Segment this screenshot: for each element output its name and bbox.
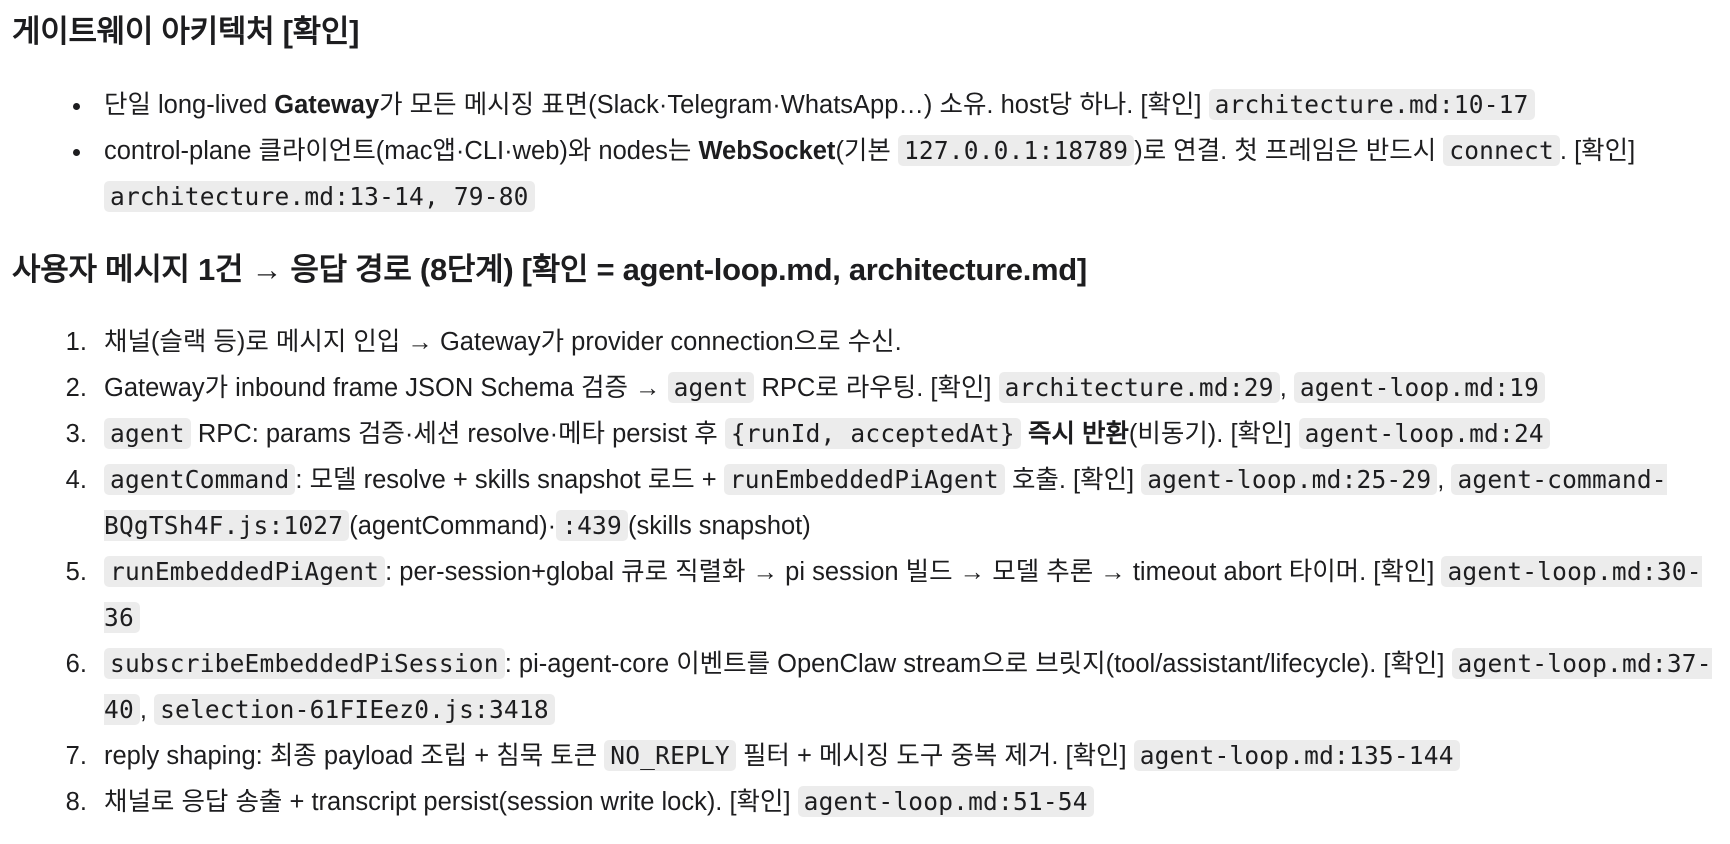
bold-text: WebSocket — [698, 137, 836, 165]
step-item: subscribeEmbeddedPiSession: pi-agent-cor… — [94, 641, 1720, 733]
code-inline: NO_REPLY — [604, 740, 736, 771]
text: 단일 long-lived — [104, 91, 275, 119]
text: (skills snapshot) — [627, 512, 811, 540]
list-item: control-plane 클라이언트(mac앱·CLI·web)와 nodes… — [94, 128, 1720, 220]
heading-gateway-architecture: 게이트웨이 아키텍처 [확인] — [12, 14, 360, 49]
code-reference: selection-61FIEez0.js:3418 — [154, 694, 555, 725]
text: : per-session+global 큐로 직렬화 → pi session… — [385, 558, 1442, 586]
code-reference: architecture.md:29 — [998, 372, 1280, 403]
text: control-plane 클라이언트(mac앱·CLI·web)와 nodes… — [104, 137, 699, 165]
text: 채널로 응답 송출 + transcript persist(session w… — [104, 788, 798, 816]
text — [1021, 420, 1028, 448]
step-item: 채널로 응답 송출 + transcript persist(session w… — [94, 779, 1720, 825]
text: , — [1437, 466, 1452, 494]
text: (agentCommand)· — [349, 512, 557, 540]
bold-text: Gateway — [274, 91, 380, 119]
document-body: 게이트웨이 아키텍처 [확인] 단일 long-lived Gateway가 모… — [0, 0, 1730, 825]
step-item: agentCommand: 모델 resolve + skills snapsh… — [94, 457, 1720, 549]
text: )로 연결. 첫 프레임은 반드시 — [1134, 137, 1444, 165]
code-reference: agent-loop.md:24 — [1298, 418, 1550, 449]
text: RPC: params 검증·세션 resolve·메타 persist 후 — [190, 420, 725, 448]
text: , — [1279, 374, 1294, 402]
message-path-steps: 채널(슬랙 등)로 메시지 인입 → Gateway가 provider con… — [12, 320, 1720, 825]
code-reference: :439 — [556, 510, 628, 541]
code-reference: agent-loop.md:51-54 — [797, 786, 1094, 817]
text: . [확인] — [1559, 137, 1636, 165]
text: 필터 + 메시징 도구 중복 제거. [확인] — [735, 742, 1134, 770]
text: (비동기). [확인] — [1128, 420, 1299, 448]
code-reference: agent-loop.md:19 — [1293, 372, 1546, 403]
architecture-bullet-list: 단일 long-lived Gateway가 모든 메시징 표면(Slack·T… — [12, 82, 1720, 220]
code-inline: runEmbeddedPiAgent — [104, 556, 386, 587]
code-reference: agent-loop.md:25-29 — [1141, 464, 1438, 495]
text: 호출. [확인] — [1004, 466, 1142, 494]
bold-text: 즉시 반환 — [1027, 420, 1129, 448]
text: 가 모든 메시징 표면(Slack·Telegram·WhatsApp…) 소유… — [379, 91, 1209, 119]
code-reference: architecture.md:10-17 — [1208, 89, 1535, 120]
code-inline: agent — [104, 418, 191, 449]
step-item: Gateway가 inbound frame JSON Schema 검증 → … — [94, 365, 1720, 411]
text: Gateway가 inbound frame JSON Schema 검증 → — [104, 374, 668, 402]
text: RPC로 라우팅. [확인] — [754, 374, 999, 402]
step-item: agent RPC: params 검증·세션 resolve·메타 persi… — [94, 411, 1720, 457]
step-item: runEmbeddedPiAgent: per-session+global 큐… — [94, 549, 1720, 641]
heading-message-path: 사용자 메시지 1건 → 응답 경로 (8단계) [확인 = agent-loo… — [12, 252, 1087, 287]
code-inline: agent — [667, 372, 755, 403]
text: reply shaping: 최종 payload 조립 + 침묵 토큰 — [104, 742, 605, 770]
code-reference: architecture.md:13-14, 79-80 — [104, 181, 535, 212]
code-inline: connect — [1443, 135, 1560, 166]
text: (기본 — [835, 137, 898, 165]
step-item: reply shaping: 최종 payload 조립 + 침묵 토큰 NO_… — [94, 733, 1720, 779]
step-item: 채널(슬랙 등)로 메시지 인입 → Gateway가 provider con… — [94, 320, 1720, 365]
text: : pi-agent-core 이벤트를 OpenClaw stream으로 브… — [504, 650, 1452, 678]
code-inline: {runId, acceptedAt} — [724, 418, 1021, 449]
text: : 모델 resolve + skills snapshot 로드 + — [295, 466, 724, 494]
code-inline: subscribeEmbeddedPiSession — [104, 648, 505, 679]
text: , — [139, 696, 155, 724]
code-address: 127.0.0.1:18789 — [897, 135, 1135, 166]
code-reference: agent-loop.md:135-144 — [1133, 740, 1460, 771]
code-inline: runEmbeddedPiAgent — [723, 464, 1005, 495]
text: 채널(슬랙 등)로 메시지 인입 → Gateway가 provider con… — [104, 328, 902, 356]
list-item: 단일 long-lived Gateway가 모든 메시징 표면(Slack·T… — [94, 82, 1720, 128]
code-inline: agentCommand — [104, 464, 296, 495]
